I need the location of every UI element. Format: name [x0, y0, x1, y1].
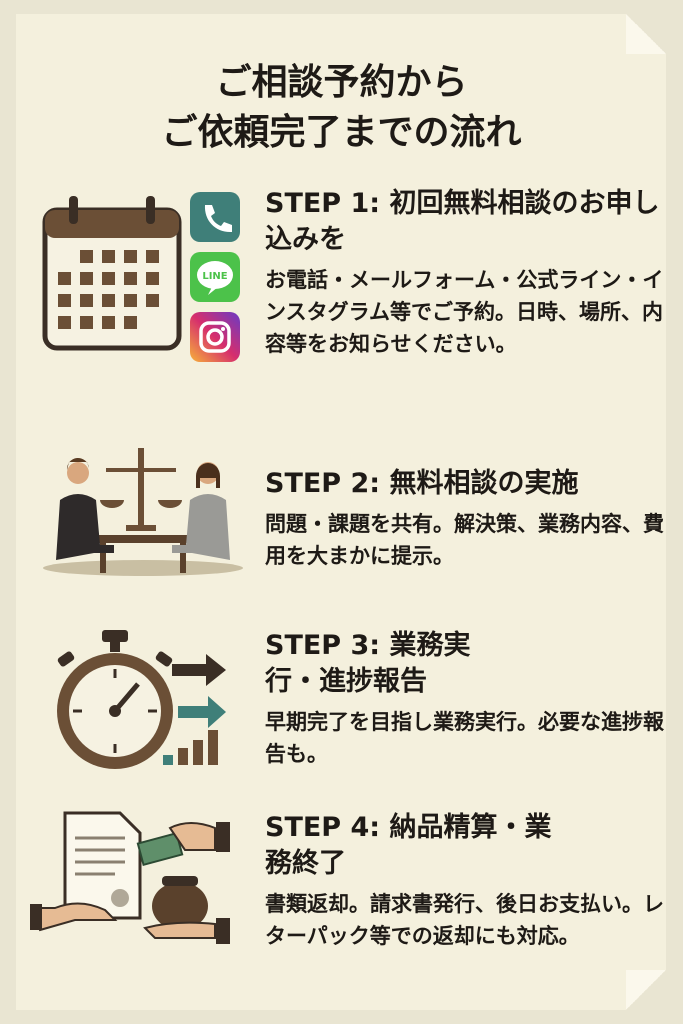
title-line-1: ご相談予約から: [215, 62, 468, 103]
step-3-body: 早期完了を目指し業務実行。必要な進捗報告も。: [265, 710, 664, 766]
step-4-heading: STEP 4: 納品精算・業務終了: [265, 812, 552, 879]
page-curl-bottom: [626, 970, 666, 1010]
step-1: STEP 1: 初回無料相談のお申し込みを お電話・メールフォーム・公式ライン・…: [265, 186, 665, 360]
progress-arrows-chart-icon: [163, 654, 226, 765]
step-4: STEP 4: 納品精算・業務終了 書類返却。請求書発行、後日お支払い。レターパ…: [265, 810, 665, 952]
calendar-icon: [42, 196, 182, 351]
step-4-body: 書類返却。請求書発行、後日お支払い。レターパック等での返却にも対応。: [265, 892, 664, 948]
step-2: STEP 2: 無料相談の実施 問題・課題を共有。解決策、業務内容、費用を大まか…: [265, 466, 665, 572]
step-1-heading: STEP 1: 初回無料相談のお申し込みを: [265, 188, 660, 255]
instagram-icon: [190, 312, 240, 362]
line-app-icon: LINE: [190, 252, 240, 302]
page-curl-top: [626, 14, 666, 54]
step-2-body: 問題・課題を共有。解決策、業務内容、費用を大まかに提示。: [265, 512, 664, 568]
phone-icon: [190, 192, 240, 242]
step-3-heading: STEP 3: 業務実行・進捗報告: [265, 630, 471, 697]
consultation-scales-icon: [43, 448, 243, 576]
stopwatch-icon: [57, 630, 173, 769]
payment-documents-icon: [30, 811, 230, 944]
step-1-body: お電話・メールフォーム・公式ライン・インスタグラム等でご予約。日時、場所、内容等…: [265, 268, 664, 356]
step-2-heading: STEP 2: 無料相談の実施: [265, 468, 579, 499]
page-title: ご相談予約から ご依頼完了までの流れ: [0, 58, 683, 158]
step-3: STEP 3: 業務実行・進捗報告 早期完了を目指し業務実行。必要な進捗報告も。: [265, 628, 665, 770]
title-line-2: ご依頼完了までの流れ: [161, 112, 522, 153]
line-label: LINE: [202, 271, 227, 282]
